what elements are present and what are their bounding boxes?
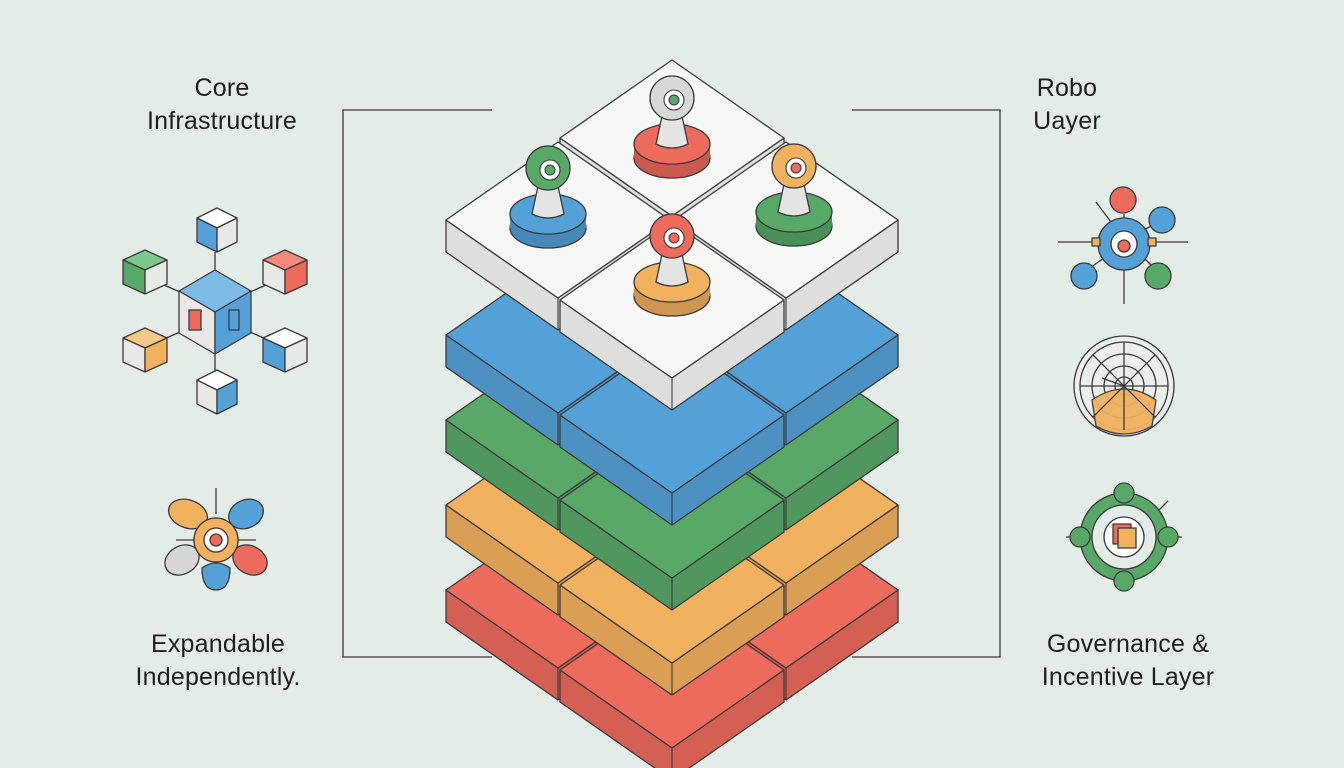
core-label-line1: Core (194, 74, 250, 102)
robo-label-line1: Robo (1036, 74, 1098, 102)
robo-label-line2: Uayer (1033, 107, 1101, 135)
governance-label-line1: Governance & (1046, 630, 1210, 658)
left-bracket (342, 109, 492, 658)
expand-label-line1: Expandable (150, 630, 286, 658)
red-robot-module (633, 213, 711, 317)
layer-stack (445, 59, 899, 768)
governance-label: Governance & Incentive Layer (1010, 628, 1246, 694)
robot-network-icon (1058, 186, 1188, 304)
radar-dial-icon (1073, 335, 1175, 437)
core-infrastructure-label: Core Infrastructure (120, 72, 324, 138)
core-label-line2: Infrastructure (146, 107, 298, 135)
robo-layer-label: Robo Uayer (1012, 72, 1122, 138)
blue-layer-front-tile (559, 336, 785, 526)
expandable-label: Expandable Independently. (100, 628, 336, 694)
grey-robot-module (633, 75, 711, 179)
governance-label-line2: Incentive Layer (1041, 663, 1215, 691)
petal-flower-icon (164, 488, 268, 591)
green-robot-module (509, 145, 587, 249)
expand-label-line2: Independently. (135, 663, 301, 691)
target-ring-icon (1066, 482, 1182, 592)
orange-robot-module (755, 143, 833, 247)
right-bracket (852, 109, 1001, 658)
hub-cube-icon (122, 207, 308, 415)
